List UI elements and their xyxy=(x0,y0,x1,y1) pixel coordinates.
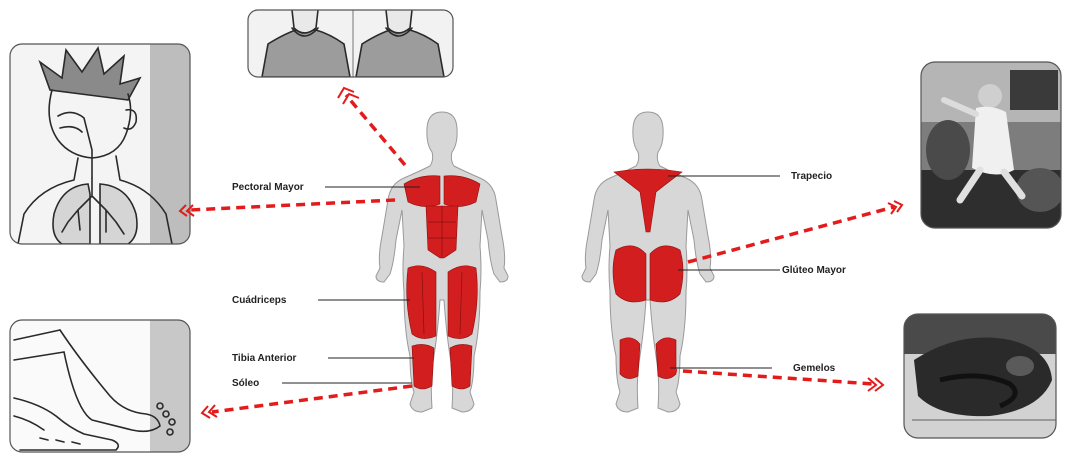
label-gemelos: Gemelos xyxy=(793,363,836,374)
label-gluteo-mayor: Glúteo Mayor xyxy=(782,265,846,276)
arrow-to-feet xyxy=(202,386,412,418)
label-pectoral-mayor: Pectoral Mayor xyxy=(232,182,304,193)
arrow-to-lungs xyxy=(180,200,395,216)
feet-exercise-illustration xyxy=(10,320,190,452)
arrow-to-necks xyxy=(338,88,405,165)
label-trapecio: Trapecio xyxy=(791,171,832,182)
label-tibia-anterior: Tibia Anterior xyxy=(232,353,297,364)
arrow-to-stretch xyxy=(668,370,883,391)
muscle-labels: Pectoral Mayor Cuádriceps Tibia Anterior… xyxy=(232,171,846,389)
label-soleo: Sóleo xyxy=(232,378,259,389)
label-cuadriceps: Cuádriceps xyxy=(232,295,287,306)
front-body-figure xyxy=(376,112,508,412)
arrow-to-jump xyxy=(688,201,902,262)
jumping-photo xyxy=(921,62,1064,228)
breathing-lungs-illustration xyxy=(10,44,190,244)
stretching-photo xyxy=(904,314,1056,438)
neck-posture-illustration xyxy=(248,10,453,77)
